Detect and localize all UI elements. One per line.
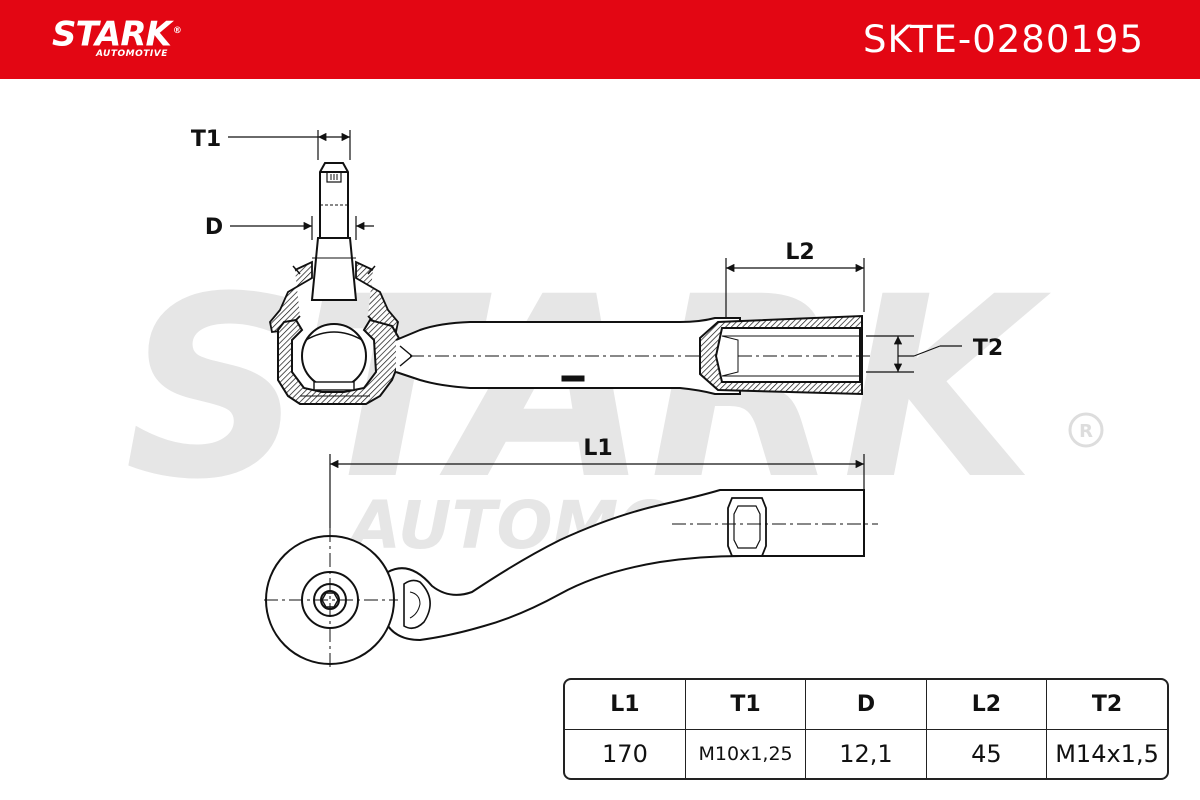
label-d: D bbox=[205, 215, 223, 240]
dimension-l2 bbox=[725, 258, 865, 318]
column-header: D bbox=[805, 680, 927, 730]
stark-logo: STARK® AUTOMOTIVE bbox=[52, 14, 182, 60]
table-cell: 170 bbox=[565, 728, 686, 778]
dimensions-table: L1 T1 D L2 T2 170 M10x1,25 12,1 45 M14x1… bbox=[563, 678, 1169, 780]
tie-rod-end-side-view bbox=[269, 162, 870, 405]
part-number: SKTE-0280195 bbox=[863, 18, 1144, 61]
table-cell: M10x1,25 bbox=[684, 728, 807, 778]
logo-subtitle: AUTOMOTIVE bbox=[96, 49, 168, 60]
dimension-t1 bbox=[228, 130, 351, 160]
label-l1: L1 bbox=[583, 436, 612, 461]
column-header: T2 bbox=[1046, 680, 1167, 730]
column-header: L2 bbox=[925, 680, 1048, 730]
technical-drawing: STARK AUTOMOTIVE R bbox=[125, 127, 1104, 670]
table-row: 170 M10x1,25 12,1 45 M14x1,5 bbox=[565, 728, 1167, 778]
table-cell: M14x1,5 bbox=[1046, 728, 1167, 778]
column-header: T1 bbox=[684, 680, 807, 730]
tie-rod-end-top-view bbox=[264, 489, 878, 670]
column-header: L1 bbox=[565, 680, 686, 730]
table-cell: 12,1 bbox=[805, 728, 927, 778]
watermark-registered-icon bbox=[1068, 412, 1104, 448]
header-bar: STARK® AUTOMOTIVE SKTE-0280195 bbox=[0, 0, 1200, 79]
logo-brand: STARK bbox=[52, 14, 172, 55]
dimension-l1 bbox=[329, 454, 865, 528]
table-cell: 45 bbox=[925, 728, 1048, 778]
registered-icon: ® bbox=[172, 26, 182, 36]
dimension-d bbox=[230, 216, 374, 240]
label-l2: L2 bbox=[785, 240, 814, 265]
table-header-row: L1 T1 D L2 T2 bbox=[565, 680, 1167, 730]
label-t1: T1 bbox=[191, 127, 221, 152]
watermark: STARK AUTOMOTIVE R bbox=[125, 243, 1104, 564]
svg-text:R: R bbox=[1079, 421, 1093, 442]
dimension-t2 bbox=[866, 335, 962, 373]
label-t2: T2 bbox=[973, 336, 1003, 361]
